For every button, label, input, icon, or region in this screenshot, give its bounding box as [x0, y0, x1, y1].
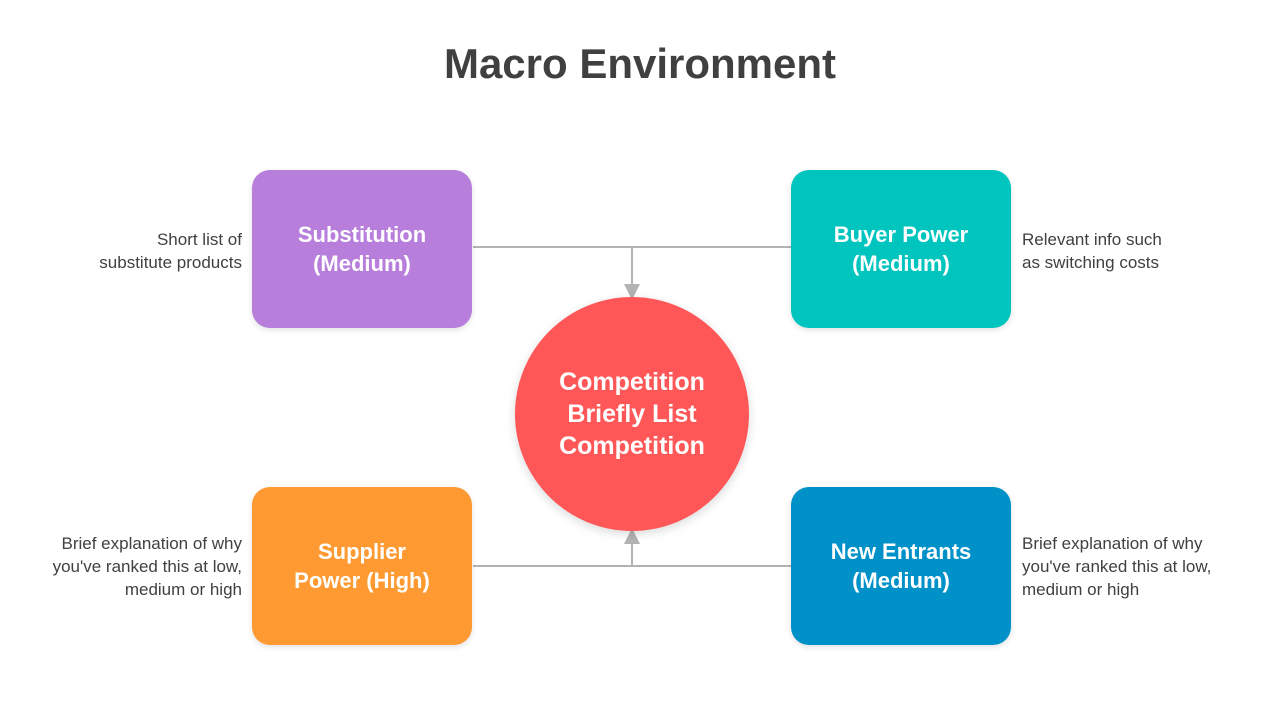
substitution-label: Substitution (Medium): [297, 222, 427, 276]
new-entrants-box: New Entrants (Medium): [791, 487, 1011, 645]
substitution-note: Short list of substitute products: [99, 230, 242, 272]
buyer-power-note: Relevant info such as switching costs: [1022, 230, 1162, 272]
supplier-power-note: Brief explanation of why you've ranked t…: [52, 534, 242, 599]
supplier-power-box: Supplier Power (High): [252, 487, 472, 645]
new-entrants-label: New Entrants (Medium): [830, 539, 972, 593]
competition-circle: Competition Briefly List Competition: [515, 297, 749, 531]
buyer-power-label: Buyer Power (Medium): [833, 222, 969, 276]
substitution-box: Substitution (Medium): [252, 170, 472, 328]
new-entrants-note: Brief explanation of why you've ranked t…: [1022, 534, 1212, 599]
supplier-power-label: Supplier Power (High): [294, 539, 430, 593]
competition-label: Competition Briefly List Competition: [559, 368, 705, 460]
page-title: Macro Environment: [443, 40, 837, 87]
buyer-power-box: Buyer Power (Medium): [791, 170, 1011, 328]
